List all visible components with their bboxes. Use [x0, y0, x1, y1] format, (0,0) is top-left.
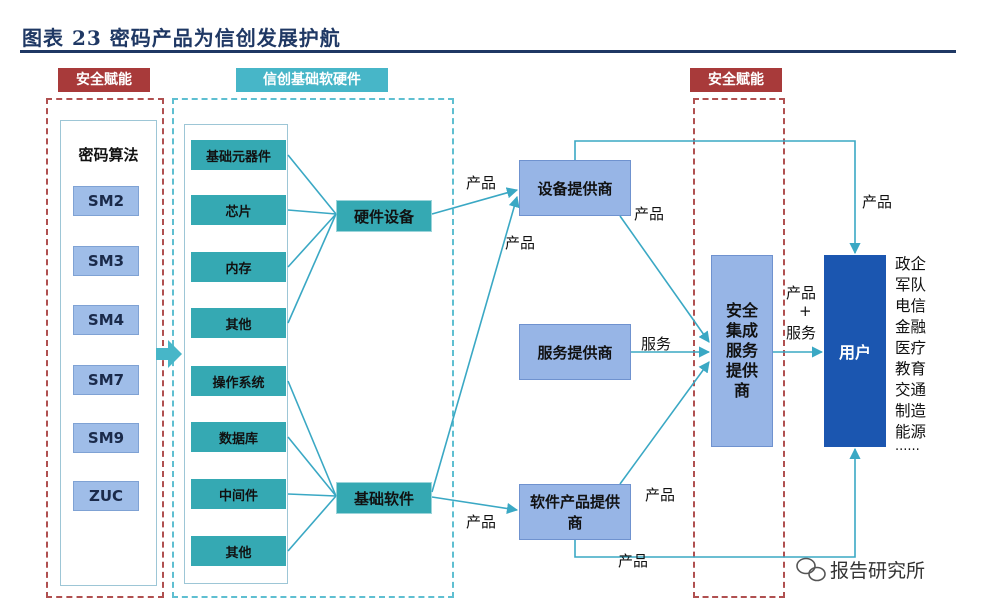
- software-product-provider: 软件产品提供商: [519, 484, 631, 540]
- edge-label-plus: +: [799, 302, 812, 320]
- sector-item: 政企: [895, 255, 927, 273]
- edge-label-service: 服务: [641, 335, 672, 353]
- security-integration-provider: 安全集成服务提供商: [711, 255, 773, 447]
- edge-label-hardware-product: 产品: [466, 174, 497, 192]
- edge-label-software-product: 产品: [466, 513, 497, 531]
- watermark-text: 报告研究所: [830, 560, 926, 582]
- basic-software: 基础软件: [336, 482, 432, 514]
- device-provider: 设备提供商: [519, 160, 631, 216]
- edge-label-bottom-product: 产品: [618, 552, 649, 570]
- edge-label-software-to-device-product: 产品: [505, 234, 536, 252]
- sector-item: 医疗: [895, 339, 927, 357]
- algorithm-sm4: SM4: [73, 305, 139, 335]
- component-chip: 芯片: [191, 195, 286, 225]
- algorithm-sm2: SM2: [73, 186, 139, 216]
- edge-label-top-product: 产品: [862, 193, 893, 211]
- sector-item: 教育: [895, 360, 927, 378]
- sector-item: 制造: [895, 402, 927, 420]
- sector-item: 电信: [895, 297, 927, 315]
- user-box: 用户: [824, 255, 886, 447]
- sector-item: 军队: [895, 276, 927, 294]
- component-other-software: 其他: [191, 536, 286, 566]
- header-xinchuang: 信创基础软硬件: [236, 68, 388, 92]
- edge-label-integrator-service: 服务: [786, 324, 817, 342]
- edge-label-integrator-product: 产品: [786, 284, 817, 302]
- algorithm-panel-title: 密码算法: [78, 146, 139, 164]
- component-basic-parts: 基础元器件: [191, 140, 286, 170]
- title-rule: [20, 50, 956, 53]
- header-security-left: 安全赋能: [58, 68, 150, 92]
- security-right-region: [693, 98, 785, 598]
- header-security-right: 安全赋能: [690, 68, 782, 92]
- service-provider: 服务提供商: [519, 324, 631, 380]
- algorithm-sm3: SM3: [73, 246, 139, 276]
- sector-item-ellipsis: ......: [895, 439, 920, 454]
- algorithm-sm9: SM9: [73, 423, 139, 453]
- algorithm-zuc: ZUC: [73, 481, 139, 511]
- hardware-equipment: 硬件设备: [336, 200, 432, 232]
- component-other-hardware: 其他: [191, 308, 286, 338]
- component-os: 操作系统: [191, 366, 286, 396]
- component-middleware: 中间件: [191, 479, 286, 509]
- algorithm-sm7: SM7: [73, 365, 139, 395]
- sector-item: 能源: [895, 423, 927, 441]
- component-memory: 内存: [191, 252, 286, 282]
- edge-label-device-product: 产品: [634, 205, 665, 223]
- sector-item: 交通: [895, 381, 927, 399]
- component-database: 数据库: [191, 422, 286, 452]
- sector-item: 金融: [895, 318, 927, 336]
- edge-label-softprov-product: 产品: [645, 486, 676, 504]
- figure-title: 图表 23 密码产品为信创发展护航: [22, 26, 341, 50]
